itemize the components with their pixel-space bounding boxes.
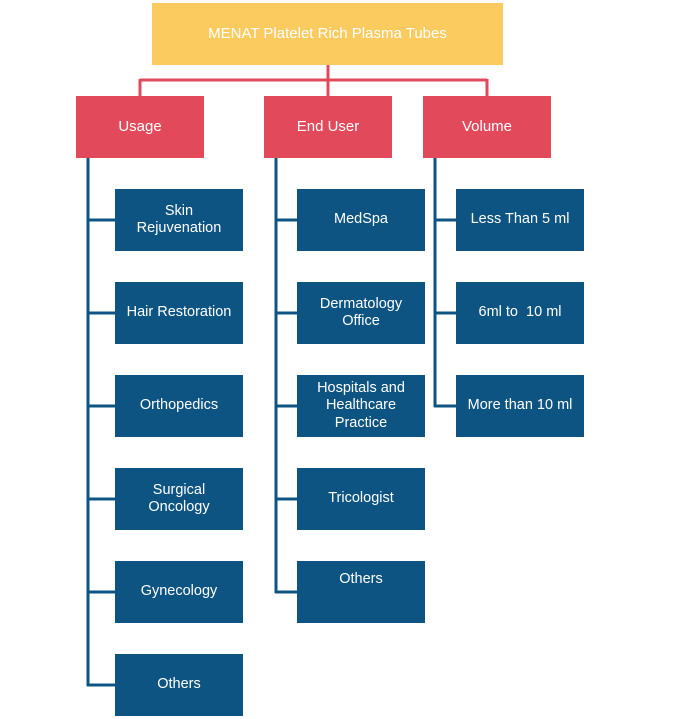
usage-item-gynecology: Gynecology [115, 561, 243, 623]
root-node: MENAT Platelet Rich Plasma Tubes [152, 3, 503, 65]
end-user-item-medspa: MedSpa [297, 189, 425, 251]
category-end-user: End User [264, 96, 392, 158]
end-user-item-dermatology-office: Dermatology Office [297, 282, 425, 344]
category-usage: Usage [76, 96, 204, 158]
end-user-item-others: Others [297, 561, 425, 623]
end-user-item-hospitals: Hospitals and Healthcare Practice [297, 375, 425, 437]
usage-item-surgical-oncology: Surgical Oncology [115, 468, 243, 530]
volume-item-6-to-10ml: 6ml to 10 ml [456, 282, 584, 344]
usage-item-orthopedics: Orthopedics [115, 375, 243, 437]
volume-item-less-than-5ml: Less Than 5 ml [456, 189, 584, 251]
category-volume: Volume [423, 96, 551, 158]
end-user-item-tricologist: Tricologist [297, 468, 425, 530]
usage-item-others: Others [115, 654, 243, 716]
usage-item-hair-restoration: Hair Restoration [115, 282, 243, 344]
volume-item-more-than-10ml: More than 10 ml [456, 375, 584, 437]
usage-item-skin-rejuvenation: Skin Rejuvenation [115, 189, 243, 251]
